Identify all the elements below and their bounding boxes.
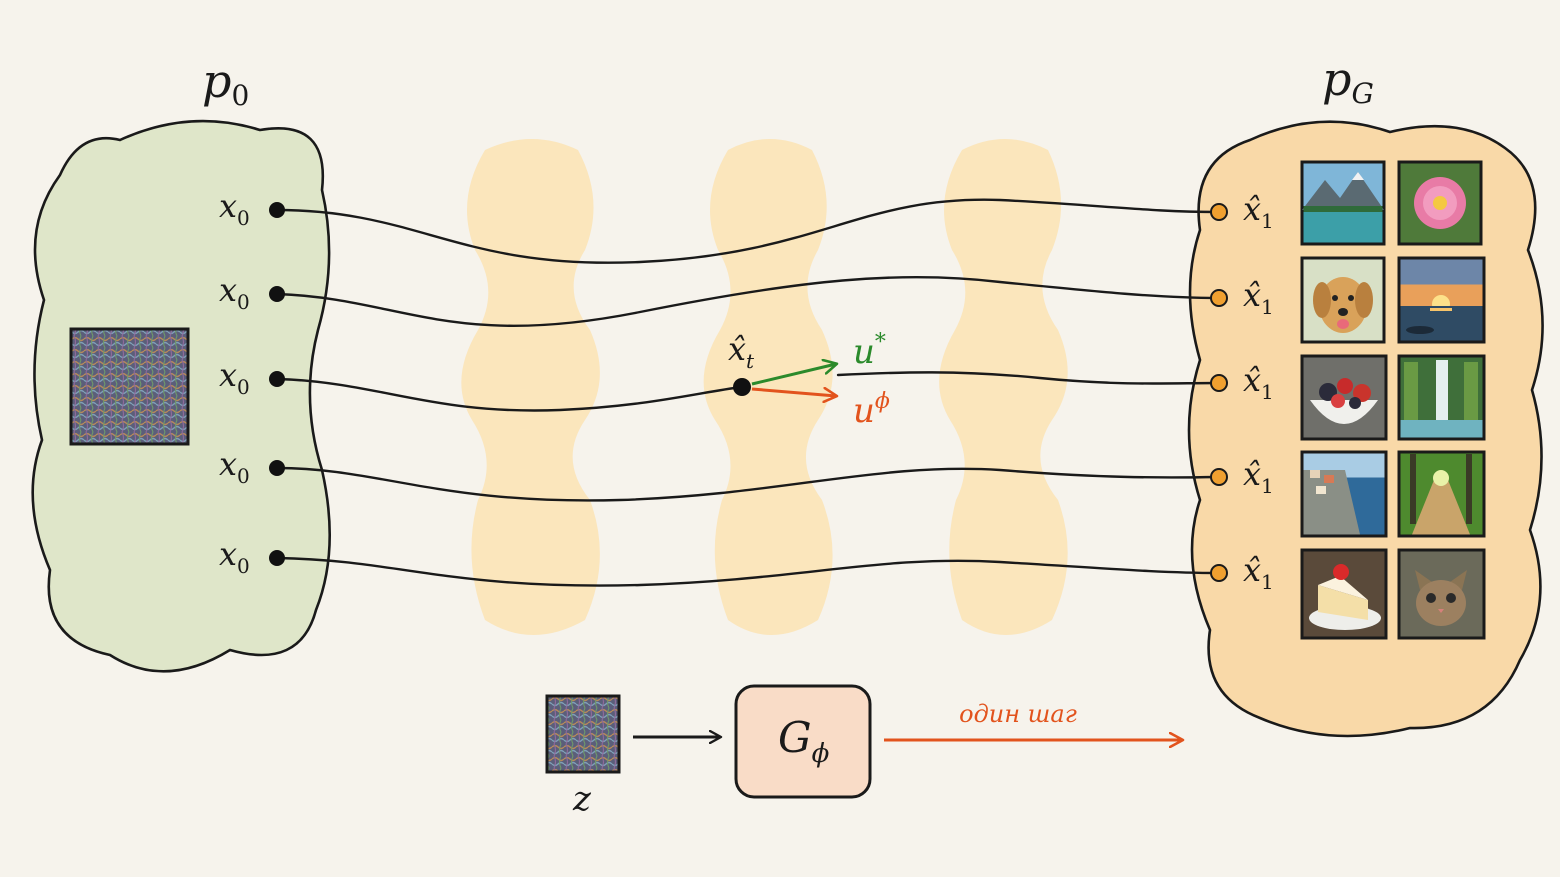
coastal-village-icon (1300, 450, 1388, 538)
kitten-icon (1397, 548, 1486, 640)
fruit-bowl-icon (1300, 354, 1388, 441)
source-point-label: x0 (219, 187, 250, 230)
trajectories (275, 198, 1220, 587)
target-point-label: x̂1 (1243, 276, 1274, 319)
target-point-label: x̂1 (1243, 190, 1274, 233)
latent-noise-image (545, 694, 621, 774)
mountain-lake-icon (1300, 160, 1386, 246)
golden-retriever-icon (1300, 256, 1386, 344)
source-point-labels: x0 x0 x0 x0 x0 (219, 187, 250, 578)
target-point-label: x̂1 (1243, 455, 1274, 498)
source-point (269, 460, 285, 476)
trajectory-4 (275, 466, 1220, 502)
xt-label: x̂t (728, 330, 755, 373)
source-point (269, 371, 285, 387)
waterfall-forest-icon (1397, 354, 1486, 441)
xt-point (733, 378, 751, 396)
pink-flower-icon (1397, 160, 1483, 246)
ghost-distribution-1 (461, 139, 600, 635)
target-points (1210, 203, 1228, 582)
trajectory-5 (275, 556, 1220, 587)
strawberry-cake-icon (1300, 548, 1388, 640)
noise-sample-image (69, 327, 190, 446)
trajectory-1 (275, 198, 1220, 264)
target-point-label: x̂1 (1243, 551, 1274, 594)
one-step-label: один шаг (959, 700, 1077, 728)
latent-label: z (572, 779, 592, 819)
generator-box (734, 684, 872, 799)
true-velocity-label: u* (853, 330, 886, 372)
sample-thumbnails (1300, 160, 1486, 640)
source-point (269, 202, 285, 218)
target-label: pG (1322, 52, 1374, 110)
trajectory-3b (836, 371, 1220, 385)
target-point (1210, 374, 1228, 392)
source-point-label: x0 (219, 271, 250, 314)
source-point (269, 286, 285, 302)
target-point (1210, 564, 1228, 582)
ghost-distribution-3 (939, 139, 1068, 635)
ghost-distribution-2 (703, 139, 833, 635)
generator-label: Gϕ (778, 713, 830, 769)
source-point-label: x0 (219, 356, 250, 399)
trajectory-3a (275, 377, 744, 412)
source-point-label: x0 (219, 445, 250, 488)
target-point (1210, 289, 1228, 307)
source-point-label: x0 (219, 535, 250, 578)
target-point-labels: x̂1 x̂1 x̂1 x̂1 x̂1 (1243, 190, 1274, 594)
predicted-velocity-label: uϕ (853, 389, 890, 431)
target-point-label: x̂1 (1243, 361, 1274, 404)
predicted-velocity-arrow (751, 389, 836, 396)
source-label: p0 (202, 54, 249, 112)
target-point (1210, 468, 1228, 486)
trajectory-2 (275, 275, 1220, 327)
source-point (269, 550, 285, 566)
sunset-sea-icon (1397, 256, 1486, 344)
source-points (269, 202, 285, 566)
forest-path-icon (1397, 450, 1486, 538)
target-point (1210, 203, 1228, 221)
true-velocity-arrow (751, 364, 836, 386)
